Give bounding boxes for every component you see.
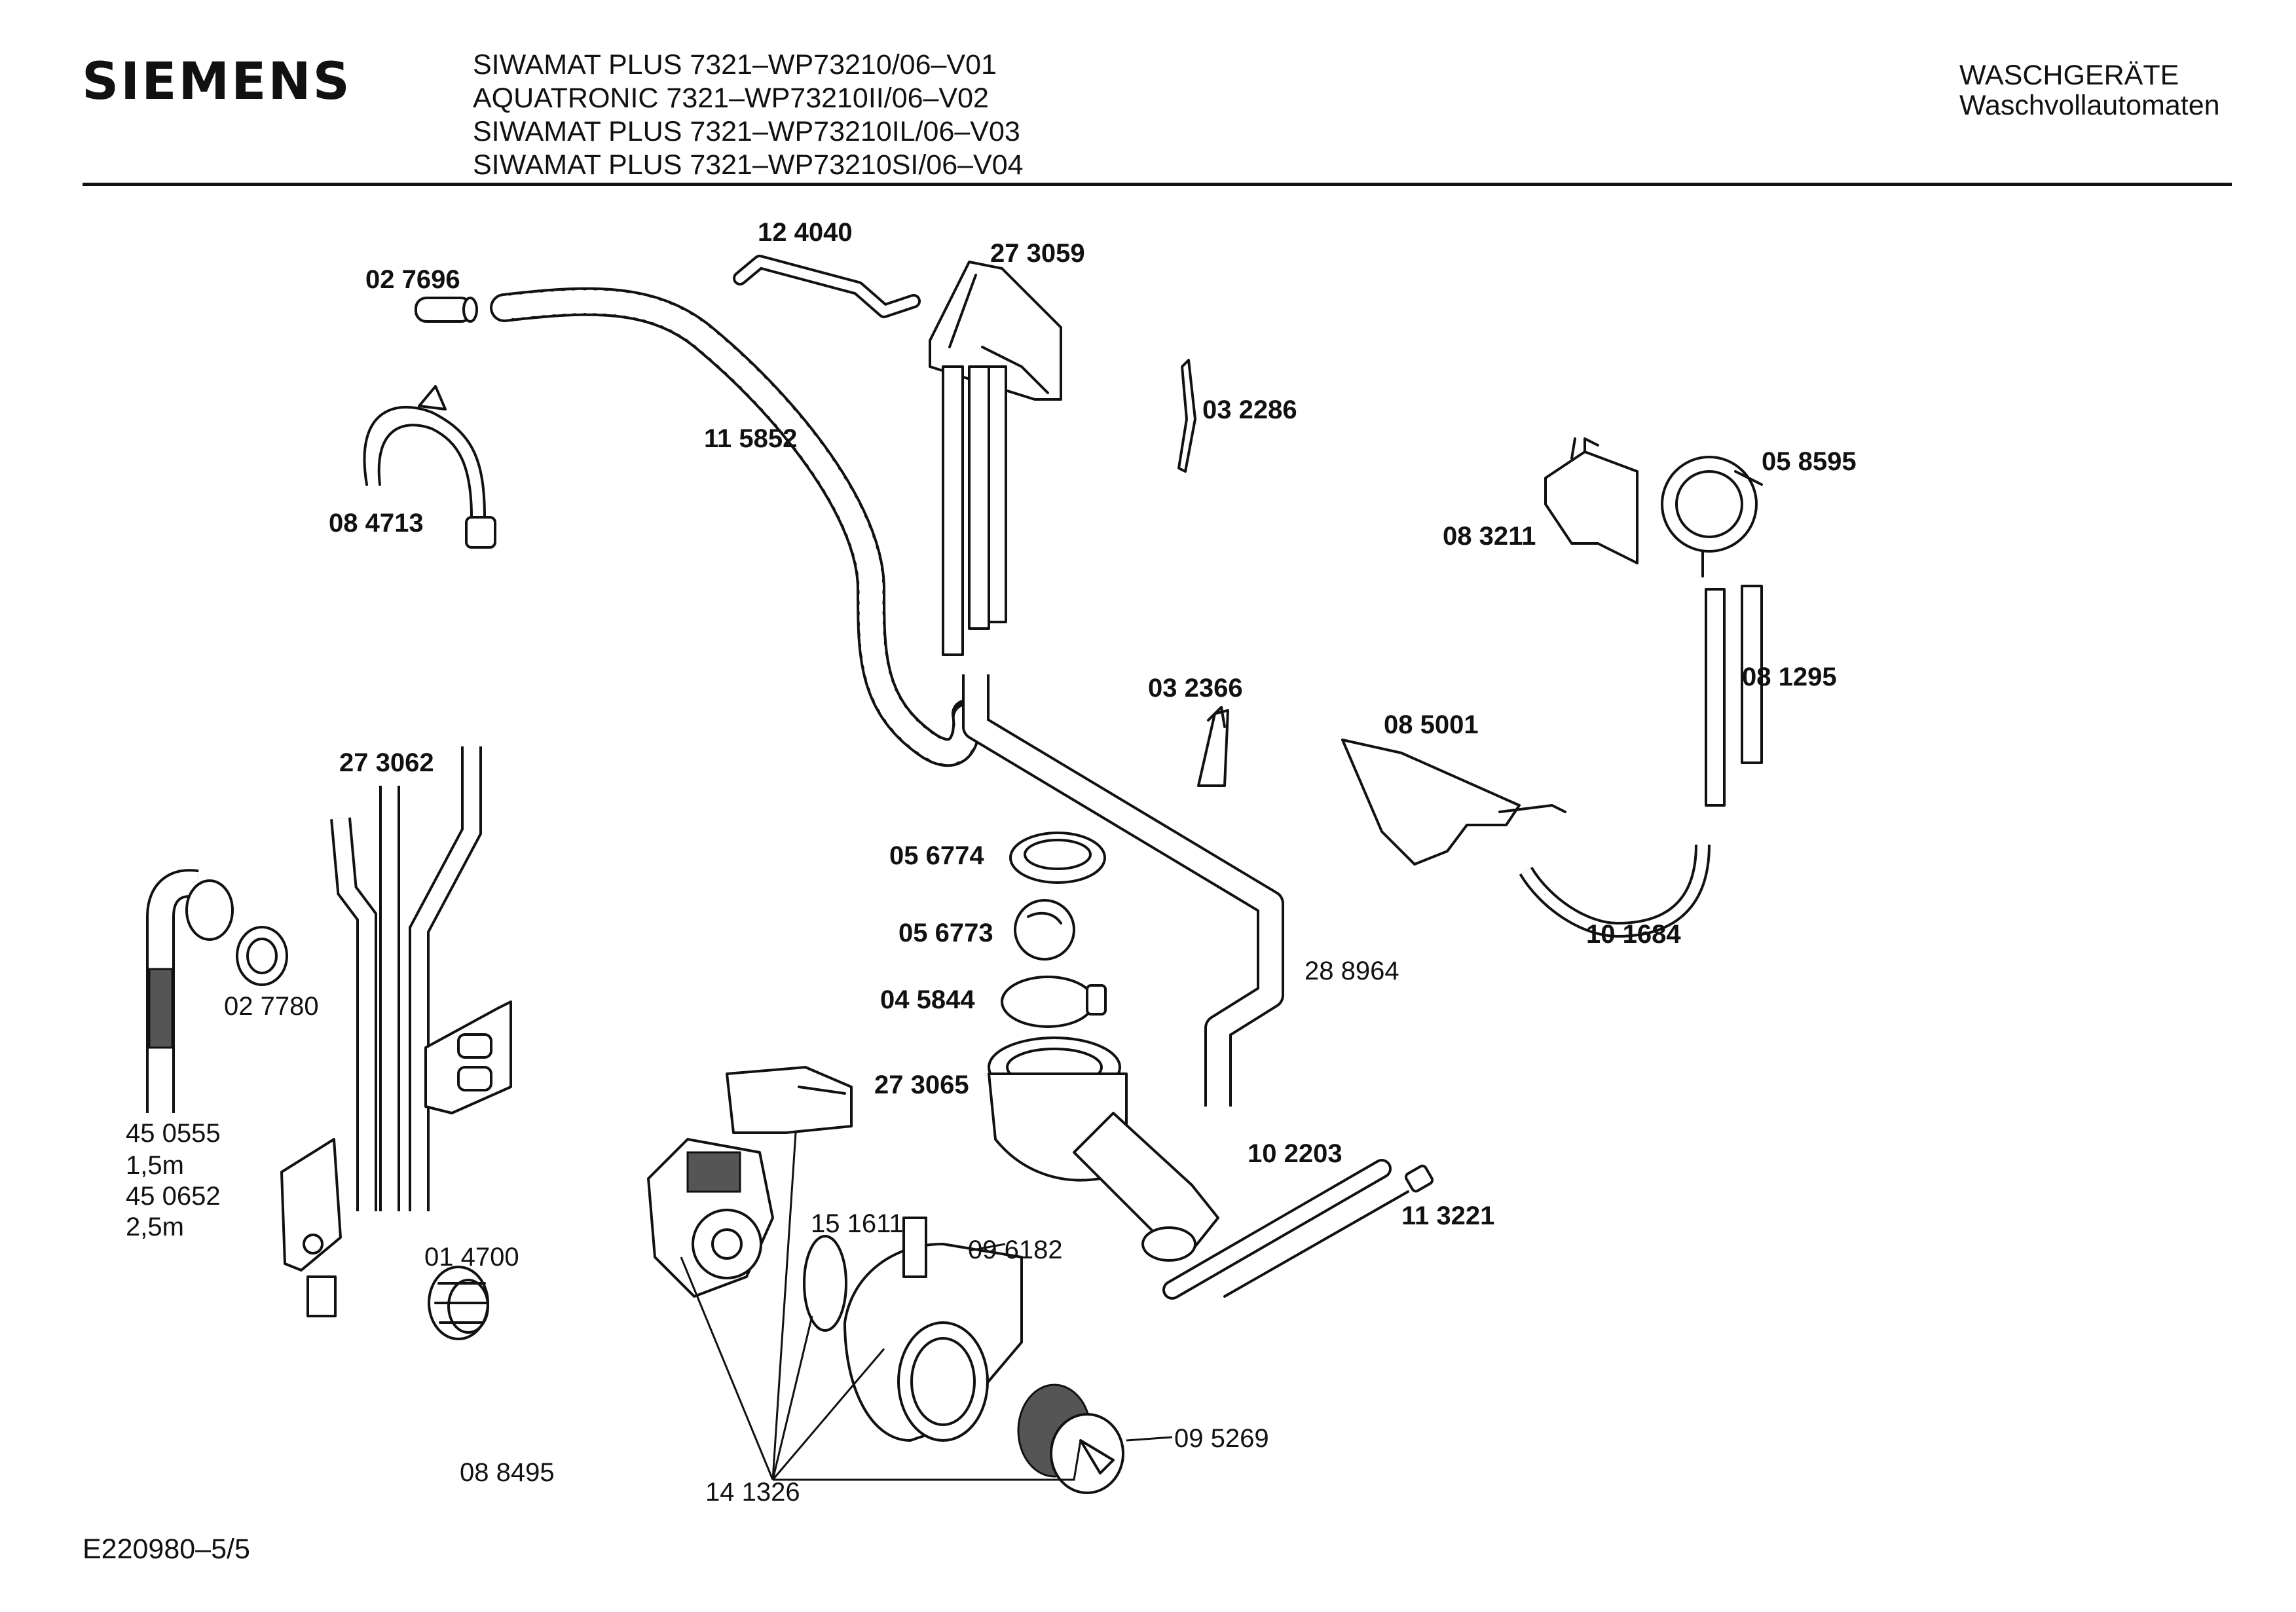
category-line-1: WASCHGERÄTE xyxy=(1959,60,2179,91)
model-line-4: SIWAMAT PLUS 7321–WP73210SI/06–V04 xyxy=(473,149,1024,181)
label-056774: 05 6774 xyxy=(889,841,984,870)
part-oring-151611 xyxy=(803,1235,847,1332)
category-heading: WASCHGERÄTE Waschvollautomaten xyxy=(1959,60,2241,120)
part-curved-tube-101684 xyxy=(1519,844,1711,938)
label-032366: 03 2366 xyxy=(1148,674,1243,703)
label-124040: 12 4040 xyxy=(758,218,853,247)
part-mounting-plate xyxy=(424,1000,512,1114)
part-tube-set-273062 xyxy=(330,746,482,1211)
part-tube-081295 xyxy=(1705,585,1763,807)
part-pump-motor xyxy=(647,1138,774,1298)
part-bracket-085001 xyxy=(1341,739,1566,866)
part-switch-holder-083211 xyxy=(1544,437,1639,564)
label-056773: 05 6773 xyxy=(898,919,993,947)
label-273062: 27 3062 xyxy=(339,748,434,777)
label-084713: 08 4713 xyxy=(329,509,424,538)
document-id: E220980–5/5 xyxy=(83,1533,250,1565)
part-bent-pipe-288964 xyxy=(962,674,1284,1107)
label-141326: 14 1326 xyxy=(705,1478,800,1507)
category-line-2: Waschvollautomaten xyxy=(1959,90,2220,121)
part-clip-032286 xyxy=(1177,359,1196,473)
label-115852: 11 5852 xyxy=(704,424,797,453)
part-clamp-ring-045844 xyxy=(1001,976,1107,1028)
label-273065: 27 3065 xyxy=(874,1071,969,1099)
label-014700: 01 4700 xyxy=(424,1243,519,1272)
model-line-1: SIWAMAT PLUS 7321–WP73210/06–V01 xyxy=(473,49,997,81)
label-083211: 08 3211 xyxy=(1443,522,1536,551)
part-filter-095269 xyxy=(1017,1383,1124,1494)
part-hose-clamp-084713 xyxy=(363,385,496,549)
part-bracket-032366 xyxy=(1197,706,1229,787)
label-450652: 45 0652 xyxy=(126,1182,221,1211)
label-273059: 27 3059 xyxy=(990,239,1085,268)
label-151611: 15 1611 xyxy=(811,1209,904,1238)
label-102203: 10 2203 xyxy=(1248,1139,1342,1168)
label-095269: 09 5269 xyxy=(1174,1424,1269,1453)
label-096182: 09 6182 xyxy=(968,1236,1063,1264)
part-bent-rod-124040 xyxy=(733,255,921,318)
label-450555: 45 0555 xyxy=(126,1119,221,1148)
label-length-1: 1,5m xyxy=(126,1151,184,1180)
part-sump-hose-273065 xyxy=(988,1036,1219,1262)
part-pump-cover xyxy=(726,1066,853,1134)
label-113221: 11 3221 xyxy=(1401,1201,1494,1230)
part-ball-056773 xyxy=(1014,899,1075,961)
label-085001: 08 5001 xyxy=(1384,710,1479,739)
label-289864: 28 8964 xyxy=(1305,957,1399,985)
part-connector-027696 xyxy=(415,297,478,323)
part-seal-056774 xyxy=(1009,832,1106,884)
label-045844: 04 5844 xyxy=(880,985,975,1014)
part-coupling-014700 xyxy=(428,1266,489,1340)
label-101684: 10 1684 xyxy=(1586,920,1681,949)
label-027696: 02 7696 xyxy=(365,265,460,294)
part-drain-hose-450555 xyxy=(146,869,234,1113)
model-list: SIWAMAT PLUS 7321–WP73210/06–V01 AQUATRO… xyxy=(473,48,1024,182)
part-rod-113221 xyxy=(1223,1164,1434,1298)
label-058595: 05 8595 xyxy=(1762,447,1857,476)
part-dispenser-bracket-273059 xyxy=(929,261,1062,656)
part-nut-027780 xyxy=(236,926,288,986)
label-027780: 02 7780 xyxy=(224,992,319,1021)
part-corrugated-hose-115852 xyxy=(490,287,982,767)
model-line-2: AQUATRONIC 7321–WP73210II/06–V02 xyxy=(473,82,989,114)
leader-lines xyxy=(680,1132,1173,1481)
model-line-3: SIWAMAT PLUS 7321–WP73210IL/06–V03 xyxy=(473,116,1020,147)
label-081295: 08 1295 xyxy=(1742,663,1837,691)
part-wall-bracket xyxy=(280,1138,342,1317)
header-divider xyxy=(83,183,2232,186)
part-straight-tube-102203 xyxy=(1162,1159,1392,1300)
label-length-2: 2,5m xyxy=(126,1213,184,1241)
part-pressure-switch-058595 xyxy=(1661,456,1763,577)
label-088495: 08 8495 xyxy=(460,1458,555,1487)
label-032286: 03 2286 xyxy=(1202,395,1297,424)
brand-logo: SIEMENS xyxy=(82,52,352,111)
